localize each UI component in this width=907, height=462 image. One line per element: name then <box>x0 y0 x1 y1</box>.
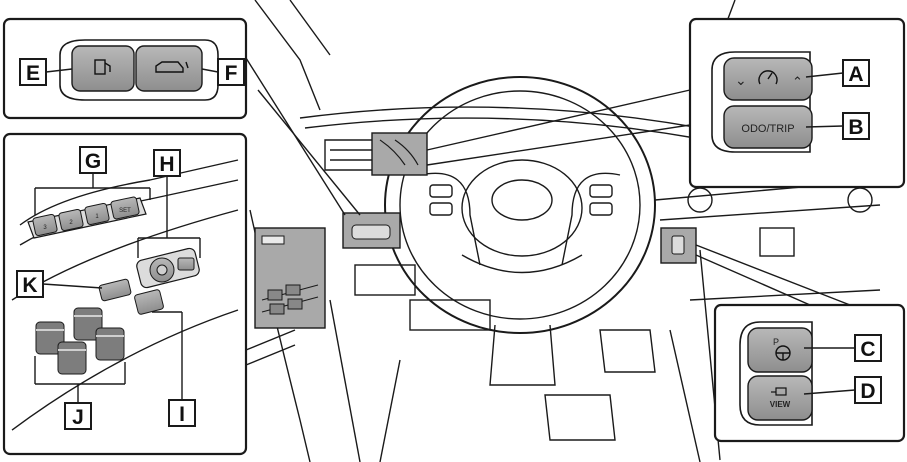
callout-a: A <box>848 63 863 86</box>
fuel-door-button[interactable] <box>71 45 135 92</box>
callout-j: J <box>72 406 84 429</box>
memory-button-3[interactable] <box>32 213 58 237</box>
memory-button-2[interactable] <box>58 208 84 232</box>
memory-3-label: 3 <box>43 225 47 231</box>
mirror-select-switch[interactable] <box>177 257 195 271</box>
callout-b: B <box>848 116 863 139</box>
steering-wheel-icon <box>775 345 791 361</box>
parking-support-button[interactable] <box>747 327 813 373</box>
inset-parking-view: P VIEW C D <box>713 303 906 443</box>
callout-e: E <box>26 62 40 85</box>
callout-c: C <box>860 338 875 361</box>
memory-set-button[interactable] <box>110 196 140 220</box>
tailgate-car-icon <box>155 61 189 73</box>
window-switch-rear-right[interactable] <box>95 327 125 361</box>
memory-1-label: 1 <box>95 214 99 220</box>
callout-g: G <box>85 150 101 173</box>
view-label: VIEW <box>770 400 791 409</box>
odo-trip-label: ODO/TRIP <box>741 123 794 135</box>
callout-i: I <box>179 403 185 426</box>
parking-p-label: P <box>773 337 779 347</box>
memory-set-label: SET <box>119 208 131 214</box>
memory-2-label: 2 <box>69 220 73 226</box>
fuel-pump-icon <box>94 59 111 75</box>
power-tailgate-button[interactable] <box>135 45 203 92</box>
camera-view-button[interactable] <box>747 375 813 421</box>
chevron-up-icon: ⌃ <box>792 74 803 89</box>
camera-view-icon <box>771 387 787 396</box>
callout-f: F <box>225 62 238 85</box>
mirror-control <box>136 247 200 289</box>
power-window-switches <box>35 307 125 375</box>
memory-button-1[interactable] <box>84 202 110 226</box>
window-switch-rear-left[interactable] <box>57 341 87 375</box>
callout-h: H <box>159 153 174 176</box>
callout-d: D <box>860 380 875 403</box>
cabin-lineart <box>249 0 881 462</box>
window-lock-switch[interactable] <box>98 278 132 302</box>
door-switch-location-highlight <box>254 227 326 329</box>
inset-fuel-tailgate: E F <box>2 17 248 120</box>
odo-switch-location-highlight <box>371 132 428 176</box>
leader-lines <box>245 57 851 366</box>
memory-buttons: 3 2 1 SET <box>27 196 147 239</box>
door-lock-switch[interactable] <box>134 289 164 315</box>
gauge-brightness-icon <box>758 70 778 85</box>
inset-meter-control: ⌄ ⌃ ODO/TRIP A B <box>688 17 906 189</box>
chevron-down-icon: ⌄ <box>735 72 747 88</box>
inset-door-switches: 3 2 1 SET G H K <box>2 132 248 456</box>
callout-k: K <box>22 274 37 297</box>
